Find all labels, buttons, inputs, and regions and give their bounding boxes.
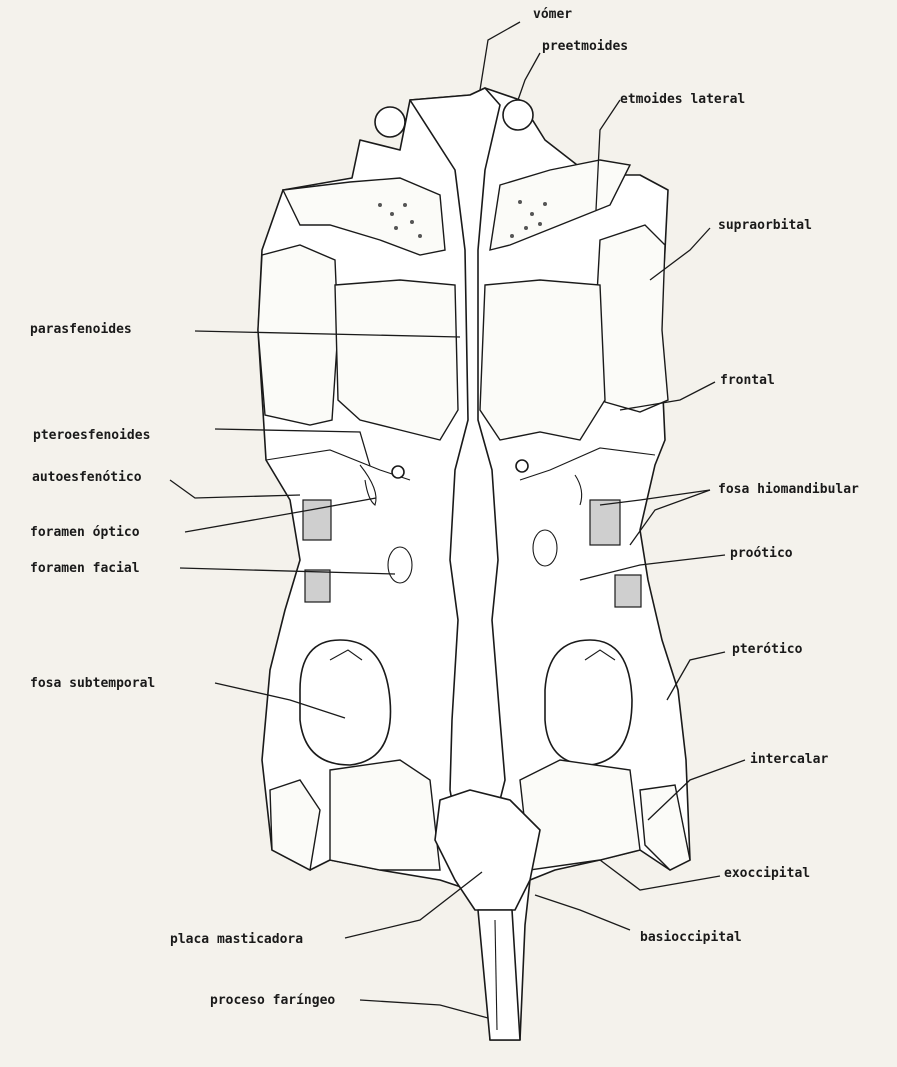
fosa-hiomandibular-right-upper [590, 500, 620, 545]
label-fosa-subtemporal: fosa subtemporal [30, 676, 155, 692]
fosa-hiomandibular-left-lower [305, 570, 330, 602]
label-exoccipital: exoccipital [724, 866, 810, 882]
label-supraorbital: supraorbital [718, 218, 812, 234]
label-foramen-facial: foramen facial [30, 561, 140, 577]
label-basioccipital: basioccipital [640, 930, 742, 946]
label-placa-masticadora: placa masticadora [170, 932, 303, 948]
label-intercalar: intercalar [750, 752, 828, 768]
label-pterotico: pterótico [732, 642, 802, 658]
label-parasfenoides: parasfenoides [30, 322, 132, 338]
label-fosa-hiomandibular: fosa hiomandibular [718, 482, 859, 498]
label-preetmoides: preetmoides [542, 39, 628, 55]
frontal-right [480, 280, 605, 440]
exoccipital-left [330, 760, 440, 870]
fosa-hiomandibular-left-upper [303, 500, 331, 540]
fosa-subtemporal-left [300, 640, 391, 765]
supraorbital-right [595, 225, 668, 412]
label-frontal: frontal [720, 373, 775, 389]
label-foramen-optico: foramen óptico [30, 525, 140, 541]
preetmoides-right [503, 100, 533, 130]
label-proceso-faringeo: proceso faríngeo [210, 993, 335, 1009]
label-pteroesfenoides: pteroesfenoides [33, 428, 150, 444]
exoccipital-right [520, 760, 640, 870]
label-autoesfenotico: autoesfenótico [32, 470, 142, 486]
label-prootico: proótico [730, 546, 793, 562]
preetmoides-left [375, 107, 405, 137]
supraorbital-left [258, 245, 338, 425]
label-etmoides-lateral: etmoides lateral [620, 92, 745, 108]
label-vomer: vómer [533, 7, 572, 23]
fosa-hiomandibular-right-lower [615, 575, 641, 607]
proceso-faringeo [478, 910, 520, 1040]
foramen-optico-left [392, 466, 404, 478]
fosa-subtemporal-right [545, 640, 632, 765]
foramen-optico-right [516, 460, 528, 472]
